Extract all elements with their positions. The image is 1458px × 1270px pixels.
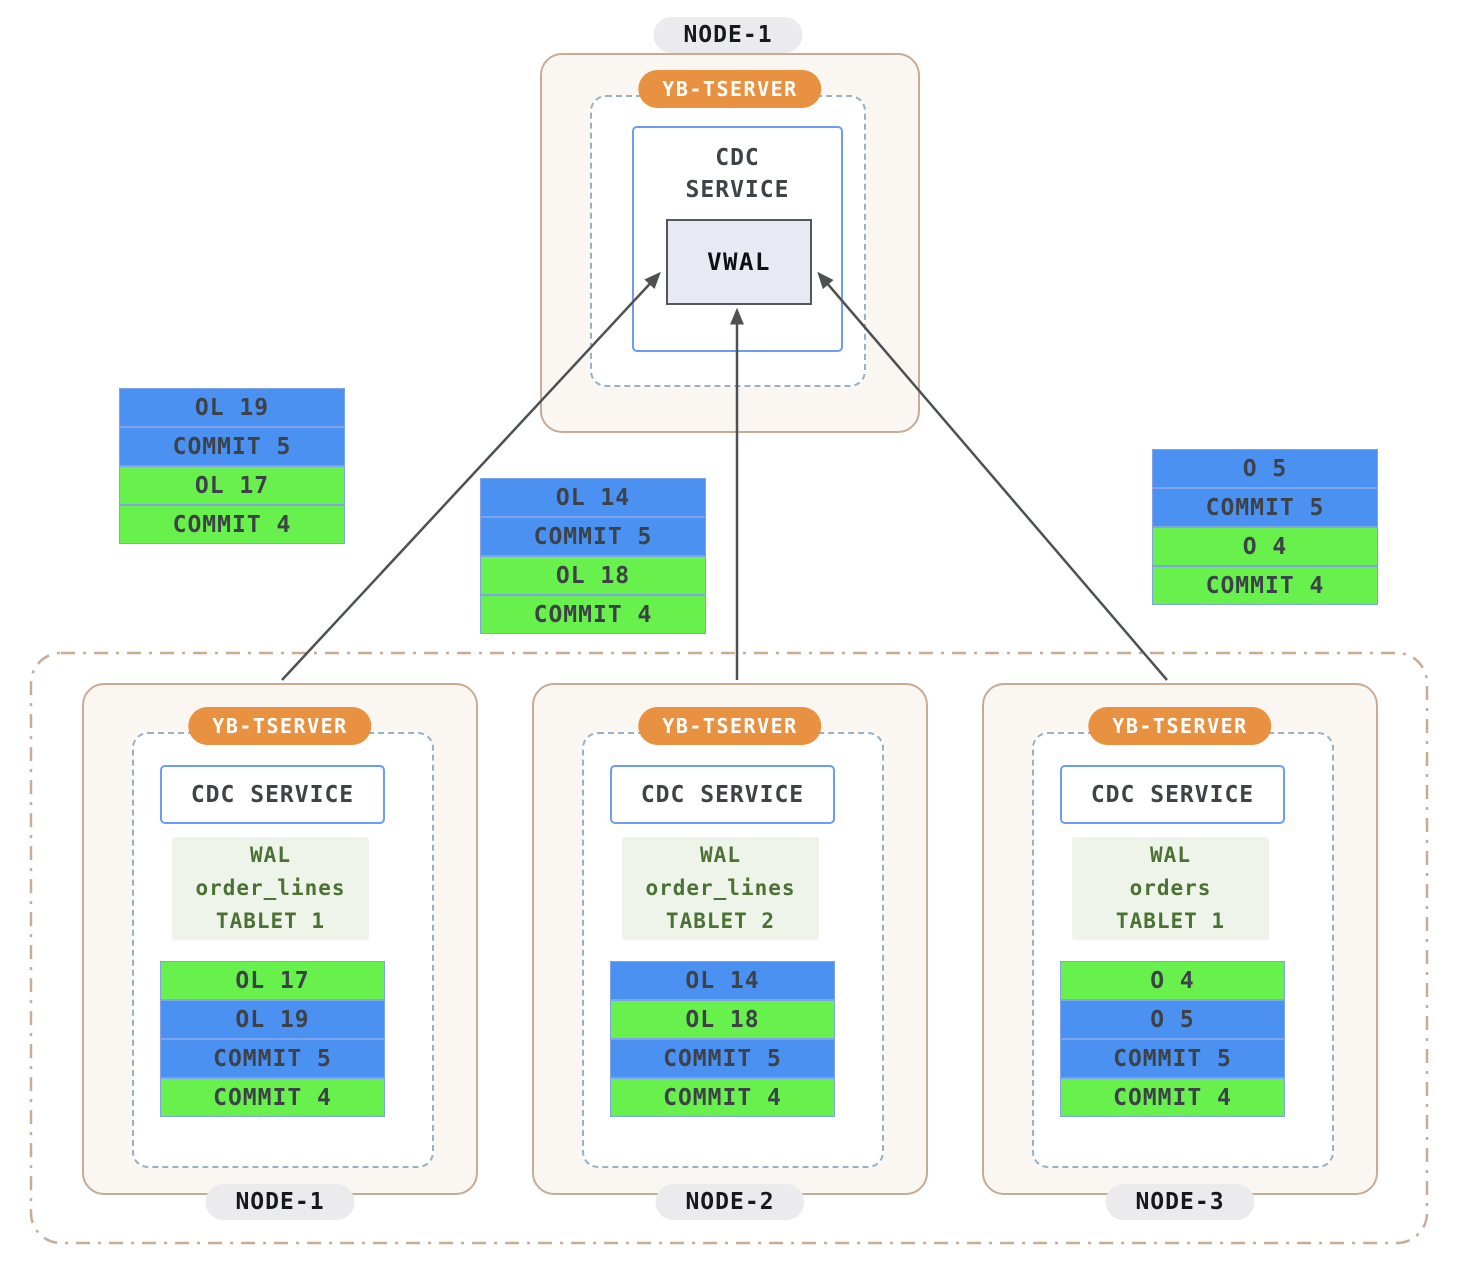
wal-record-bar: COMMIT 4 (160, 1078, 385, 1117)
node-label: NODE-1 (205, 1184, 355, 1220)
node-label: NODE-3 (1105, 1184, 1255, 1220)
wal-records-stack-left: OL 19 COMMIT 5 OL 17 COMMIT 4 (119, 388, 345, 544)
wal-tablet-name: TABLET 1 (215, 909, 326, 933)
yb-tserver-badge: YB-TSERVER (188, 707, 372, 745)
cluster-node-2: YB-TSERVER CDC SERVICE WAL order_lines T… (532, 683, 928, 1220)
wal-label: WAL (250, 843, 291, 867)
wal-record-bar: O 5 (1152, 449, 1378, 488)
wal-record-bar: O 4 (1152, 527, 1378, 566)
cdc-service-label: CDC SERVICE (1090, 781, 1255, 808)
cluster-node-3: YB-TSERVER CDC SERVICE WAL orders TABLET… (982, 683, 1378, 1220)
wal-table-name: order_lines (195, 876, 346, 900)
wal-records-stack: O 4 O 5 COMMIT 5 COMMIT 4 (1060, 961, 1285, 1117)
yb-tserver-badge: YB-TSERVER (638, 707, 822, 745)
node-label: NODE-2 (655, 1184, 805, 1220)
cluster-node-1: YB-TSERVER CDC SERVICE WAL order_lines T… (82, 683, 478, 1220)
wal-record-bar: COMMIT 4 (1152, 566, 1378, 605)
wal-record-bar: O 4 (1060, 961, 1285, 1000)
cdc-service-box: CDC SERVICE (160, 765, 385, 824)
wal-record-bar: OL 17 (160, 961, 385, 1000)
wal-record-bar: COMMIT 5 (480, 517, 706, 556)
top-yb-tserver-badge: YB-TSERVER (638, 70, 822, 108)
wal-records-stack-middle: OL 14 COMMIT 5 OL 18 COMMIT 4 (480, 478, 706, 634)
wal-record-bar: OL 17 (119, 466, 345, 505)
wal-record-bar: OL 18 (480, 556, 706, 595)
wal-record-bar: COMMIT 5 (160, 1039, 385, 1078)
cdc-service-box: CDC SERVICE (1060, 765, 1285, 824)
wal-table-name: order_lines (645, 876, 796, 900)
wal-records-stack-right: O 5 COMMIT 5 O 4 COMMIT 4 (1152, 449, 1378, 605)
wal-label: WAL (1150, 843, 1191, 867)
wal-record-bar: OL 18 (610, 1000, 835, 1039)
cdc-service-label: CDC SERVICE (190, 781, 355, 808)
wal-record-bar: OL 19 (119, 388, 345, 427)
wal-record-bar: COMMIT 5 (1152, 488, 1378, 527)
wal-label: WAL (700, 843, 741, 867)
cdc-service-box: CDC SERVICE (610, 765, 835, 824)
wal-table-name: orders (1129, 876, 1212, 900)
cdc-service-label-line2: SERVICE (685, 177, 790, 203)
vwal-box: VWAL (666, 219, 812, 305)
wal-records-stack: OL 17 OL 19 COMMIT 5 COMMIT 4 (160, 961, 385, 1117)
wal-record-bar: OL 14 (610, 961, 835, 1000)
wal-record-bar: COMMIT 5 (1060, 1039, 1285, 1078)
vwal-label: VWAL (707, 248, 771, 276)
wal-record-bar: O 5 (1060, 1000, 1285, 1039)
wal-tablet-box: WAL orders TABLET 1 (1072, 837, 1269, 940)
cdc-service-label-line1: CDC (715, 145, 760, 171)
wal-record-bar: COMMIT 5 (119, 427, 345, 466)
top-node-label: NODE-1 (653, 17, 803, 53)
wal-tablet-box: WAL order_lines TABLET 1 (172, 837, 369, 940)
wal-record-bar: OL 19 (160, 1000, 385, 1039)
cdc-service-label: CDC SERVICE (640, 781, 805, 808)
wal-record-bar: COMMIT 4 (119, 505, 345, 544)
wal-records-stack: OL 14 OL 18 COMMIT 5 COMMIT 4 (610, 961, 835, 1117)
wal-tablet-box: WAL order_lines TABLET 2 (622, 837, 819, 940)
wal-record-bar: COMMIT 4 (480, 595, 706, 634)
wal-tablet-name: TABLET 1 (1115, 909, 1226, 933)
wal-record-bar: COMMIT 4 (1060, 1078, 1285, 1117)
yb-tserver-badge: YB-TSERVER (1088, 707, 1272, 745)
wal-record-bar: COMMIT 5 (610, 1039, 835, 1078)
wal-tablet-name: TABLET 2 (665, 909, 776, 933)
wal-record-bar: OL 14 (480, 478, 706, 517)
wal-record-bar: COMMIT 4 (610, 1078, 835, 1117)
